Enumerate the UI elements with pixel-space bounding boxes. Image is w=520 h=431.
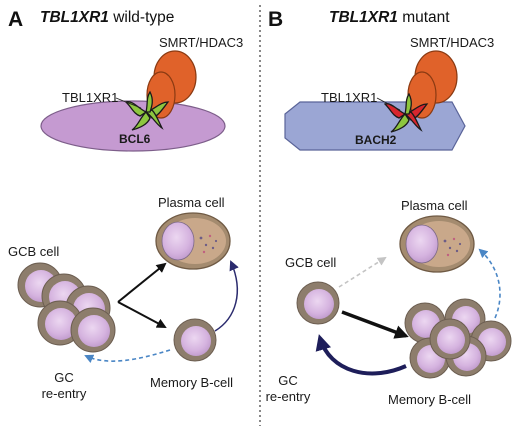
smrt-hdac3-complex bbox=[407, 50, 458, 119]
panel-b-title-gene: TBL1XR1 bbox=[329, 9, 398, 26]
smrt-hdac3-complex bbox=[146, 50, 197, 119]
gcb-cell-label: GCB cell bbox=[285, 255, 337, 270]
arrow-gc-reentry-bold bbox=[315, 334, 407, 376]
bach2-label: BACH2 bbox=[355, 133, 397, 147]
gcb-cell-cluster bbox=[17, 262, 116, 353]
tbl1xr1-pointer bbox=[376, 97, 401, 111]
arrow-memory-to-plasma bbox=[214, 260, 239, 332]
panel-a-title-gene: TBL1XR1 bbox=[40, 9, 109, 26]
bcl6-label: BCL6 bbox=[119, 132, 151, 146]
memory-b-cell bbox=[173, 318, 217, 362]
plasma-cell bbox=[399, 215, 475, 273]
panel-b-title-rest: mutant bbox=[397, 9, 450, 26]
plasma-cell-label: Plasma cell bbox=[401, 198, 468, 213]
memory-b-cell-cluster bbox=[404, 298, 512, 379]
tbl1xr1-label: TBL1XR1 bbox=[321, 90, 378, 105]
gc-reentry-label: GC re-entry bbox=[36, 370, 92, 402]
gcb-cell bbox=[296, 281, 340, 325]
tbl1xr1-mutant-protein bbox=[383, 92, 429, 133]
arrow-gcb-to-memory-bold bbox=[341, 310, 409, 339]
arrow-gcb-to-plasma-dashed bbox=[338, 256, 387, 288]
gc-reentry-line1: GC bbox=[278, 373, 298, 388]
panel-b-title: TBL1XR1 mutant bbox=[329, 9, 450, 27]
memory-b-cell-label: Memory B-cell bbox=[388, 392, 472, 407]
arrow-gc-reentry-dashed bbox=[84, 349, 171, 363]
plasma-cell-label: Plasma cell bbox=[158, 195, 225, 210]
panel-letter-a: A bbox=[8, 8, 24, 31]
smrt-hdac3-label: SMRT/HDAC3 bbox=[159, 35, 244, 50]
arrow-memory-to-plasma-dashed bbox=[478, 248, 501, 319]
panel-b-graphics bbox=[284, 50, 512, 379]
gcb-cell-label: GCB cell bbox=[8, 244, 60, 259]
arrow-gcb-to-memory bbox=[117, 301, 167, 328]
tbl1xr1-label: TBL1XR1 bbox=[62, 90, 119, 105]
gc-reentry-line2: re-entry bbox=[41, 386, 87, 401]
gc-reentry-label: GC re-entry bbox=[260, 373, 316, 405]
panel-a-title-rest: wild-type bbox=[108, 9, 175, 26]
plasma-cell bbox=[155, 212, 231, 270]
memory-b-cell-label: Memory B-cell bbox=[150, 375, 234, 390]
gc-reentry-line2: re-entry bbox=[265, 389, 311, 404]
arrow-gcb-to-plasma bbox=[117, 262, 167, 303]
tbl1xr1-pointer bbox=[115, 97, 142, 109]
panel-letter-b: B bbox=[268, 8, 284, 31]
bcl6-protein bbox=[40, 100, 226, 152]
panel-a-title: TBL1XR1 wild-type bbox=[40, 9, 174, 27]
gc-reentry-line1: GC bbox=[54, 370, 74, 385]
panel-a-graphics bbox=[17, 50, 239, 363]
smrt-hdac3-label: SMRT/HDAC3 bbox=[410, 35, 495, 50]
